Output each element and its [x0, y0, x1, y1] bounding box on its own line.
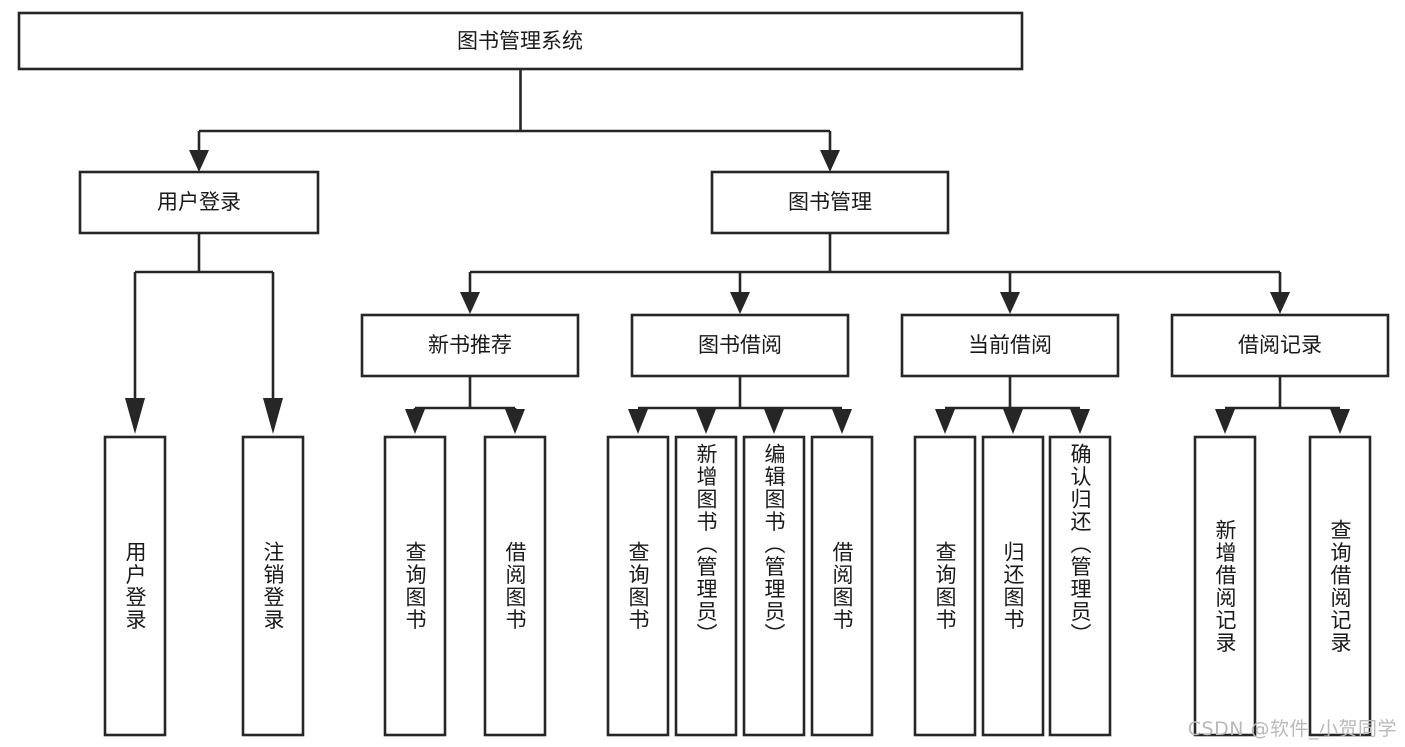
- node-book-management-box[interactable]: [710, 170, 950, 235]
- node-book-borrow-box[interactable]: [630, 313, 850, 378]
- csdn-watermark: CSDN @软件_小贺同学: [1187, 718, 1397, 740]
- node-root-label: 图书管理系统: [457, 29, 583, 53]
- leaf-query-book-3-box[interactable]: [913, 435, 977, 737]
- arrowhead-leaf-query-record: [1330, 409, 1350, 434]
- leaf-confirm-return-box[interactable]: [1048, 435, 1112, 737]
- node-borrow-record-box[interactable]: [1170, 313, 1390, 378]
- node-user-login-label: 用户登录: [157, 190, 241, 214]
- arrowhead-book-management: [820, 150, 840, 172]
- arrowhead-leaf-edit-book: [764, 409, 784, 434]
- leaf-user-logout-box[interactable]: [241, 435, 305, 737]
- arrowhead-leaf-user-logout: [263, 398, 283, 434]
- leaf-add-record-box[interactable]: [1193, 435, 1257, 737]
- node-current-borrow-label: 当前借阅: [968, 333, 1052, 357]
- arrowhead-leaf-add-record: [1215, 409, 1235, 434]
- arrowhead-leaf-user-login: [125, 398, 145, 434]
- leaf-edit-book-box[interactable]: [742, 435, 806, 737]
- node-book-borrow-label: 图书借阅: [698, 333, 782, 357]
- arrowhead-leaf-return-book: [1003, 409, 1023, 434]
- leaf-return-book-box[interactable]: [981, 435, 1045, 737]
- arrowhead-leaf-borrow-book-2: [832, 409, 852, 434]
- node-new-book-recommend-box[interactable]: [360, 313, 580, 378]
- leaf-query-book-1-box[interactable]: [383, 435, 447, 737]
- arrowhead-user-login: [189, 150, 209, 172]
- arrowhead-current-borrow: [1000, 292, 1020, 314]
- leaf-query-record-box[interactable]: [1308, 435, 1372, 737]
- node-borrow-record-label: 借阅记录: [1238, 333, 1322, 357]
- leaf-borrow-book-1-box[interactable]: [483, 435, 547, 737]
- leaf-user-login-box[interactable]: [103, 435, 167, 737]
- arrowhead-leaf-query-book-1: [405, 409, 425, 434]
- node-root[interactable]: 图书管理系统: [17, 11, 1024, 71]
- connector-group: [125, 69, 1350, 434]
- leaf-borrow-book-2-box[interactable]: [810, 435, 874, 737]
- node-book-borrow[interactable]: 图书借阅: [630, 313, 850, 378]
- node-borrow-record[interactable]: 借阅记录: [1170, 313, 1390, 378]
- node-book-management-label: 图书管理: [788, 190, 872, 214]
- arrowhead-leaf-confirm-return: [1070, 409, 1090, 434]
- node-user-login-box[interactable]: [78, 170, 320, 235]
- arrowhead-borrow-record: [1270, 292, 1290, 314]
- arrowhead-leaf-borrow-book-1: [505, 409, 525, 434]
- node-user-login[interactable]: 用户登录: [78, 170, 320, 235]
- leaf-add-book-box[interactable]: [674, 435, 738, 737]
- node-current-borrow[interactable]: 当前借阅: [900, 313, 1120, 378]
- node-new-book-recommend[interactable]: 新书推荐: [360, 313, 580, 378]
- arrowhead-leaf-query-book-2: [628, 409, 648, 434]
- node-new-book-recommend-label: 新书推荐: [428, 333, 512, 357]
- arrowhead-leaf-add-book: [696, 409, 716, 434]
- arrowhead-leaf-query-book-3: [935, 409, 955, 434]
- arrowhead-book-borrow: [730, 292, 750, 314]
- node-book-management[interactable]: 图书管理: [710, 170, 950, 235]
- arrowhead-new-book-recommend: [460, 292, 480, 314]
- leaf-query-book-2-box[interactable]: [606, 435, 670, 737]
- node-current-borrow-box[interactable]: [900, 313, 1120, 378]
- node-root-box[interactable]: [17, 11, 1024, 71]
- leaf-box-group: [103, 435, 1372, 737]
